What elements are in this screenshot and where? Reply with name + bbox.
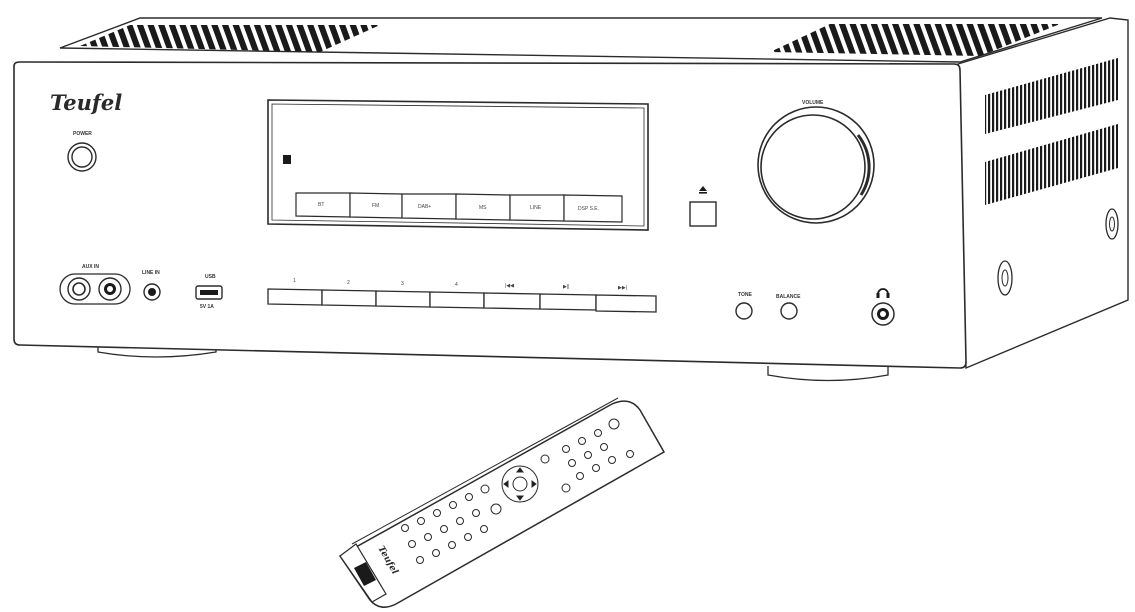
remote-button[interactable] [594, 429, 602, 437]
source-button-line[interactable]: LINE [509, 194, 565, 222]
remote-button-grid [401, 484, 502, 564]
source-button-dsp[interactable]: DSP S.E. [563, 194, 623, 223]
remote-button[interactable] [432, 549, 440, 557]
preset-button-row: 1 2 3 4 |◀◀ ▶|| ▶▶| [267, 278, 657, 313]
svg-text:MS: MS [479, 205, 487, 211]
skip-forward-button[interactable]: ▶▶| [595, 285, 657, 313]
remote-button[interactable] [464, 533, 472, 541]
remote-button[interactable] [592, 464, 600, 472]
power-button[interactable] [67, 142, 97, 172]
remote-button[interactable] [472, 509, 480, 517]
remote-button[interactable] [576, 472, 584, 480]
remote-button[interactable] [401, 524, 409, 532]
remote-button[interactable] [449, 501, 457, 509]
svg-text:▶▶|: ▶▶| [618, 285, 627, 291]
usb-sub-label: 5V 1A [200, 304, 214, 310]
remote-button[interactable] [608, 418, 620, 430]
receiver-side [957, 17, 1129, 370]
foot-right [767, 366, 889, 382]
remote-button[interactable] [448, 541, 456, 549]
remote-button[interactable] [584, 451, 592, 459]
usb-port[interactable] [195, 285, 223, 300]
volume-knob[interactable] [757, 106, 875, 224]
source-button-bt[interactable]: BT [295, 192, 351, 218]
line-in-label: LINE IN [142, 270, 160, 276]
remote-button[interactable] [416, 556, 424, 564]
balance-label: BALANCE [776, 294, 801, 300]
headphones-icon [876, 288, 890, 298]
eject-button[interactable] [689, 186, 717, 227]
svg-text:2: 2 [347, 280, 350, 286]
balance-knob[interactable] [780, 302, 798, 320]
svg-text:|◀◀: |◀◀ [505, 283, 514, 289]
top-vent-right [770, 24, 1060, 56]
remote-button[interactable] [540, 454, 550, 464]
svg-text:BT: BT [318, 202, 324, 208]
remote-button[interactable] [433, 509, 441, 517]
power-label: POWER [73, 131, 92, 137]
remote-button-grid-right [540, 418, 634, 493]
side-vent-upper [985, 58, 1118, 134]
remote-button[interactable] [424, 533, 432, 541]
source-button-row: BT FM DAB+ MS LINE DSP S.E. [295, 192, 623, 223]
side-screw-front [997, 260, 1013, 296]
tone-knob[interactable] [735, 302, 753, 320]
aux-in-label: AUX IN [82, 264, 99, 270]
tone-label: TONE [738, 292, 752, 298]
svg-text:4: 4 [455, 282, 458, 288]
side-screw-rear [1105, 208, 1119, 240]
svg-text:▶||: ▶|| [563, 284, 569, 290]
headphones-jack[interactable] [871, 302, 895, 326]
remote-button[interactable] [480, 484, 490, 494]
source-button-ms[interactable]: MS [455, 193, 511, 221]
remote-nav-pad[interactable] [501, 465, 539, 503]
remote-button[interactable] [626, 450, 634, 458]
usb-label: USB [205, 274, 216, 280]
remote-button[interactable] [456, 517, 464, 525]
brand-logo: Teufel [50, 90, 122, 115]
remote-button[interactable] [562, 445, 570, 453]
svg-text:1: 1 [293, 278, 296, 284]
eject-icon [699, 186, 707, 194]
svg-text:FM: FM [372, 203, 379, 209]
remote-button[interactable] [408, 540, 416, 548]
volume-label: VOLUME [802, 100, 824, 106]
svg-text:LINE: LINE [530, 205, 542, 211]
remote-button[interactable] [440, 525, 448, 533]
receiver-top [59, 17, 1103, 63]
remote-button[interactable] [578, 437, 586, 445]
remote-button[interactable] [417, 517, 425, 525]
square-indicator-icon [283, 155, 291, 164]
source-button-fm[interactable]: FM [349, 192, 403, 219]
top-vent-left [80, 25, 380, 52]
remote-button[interactable] [465, 493, 473, 501]
remote-button[interactable] [561, 483, 571, 493]
remote-control: Teufel [338, 397, 666, 608]
remote-button[interactable] [490, 503, 502, 515]
remote-button[interactable] [608, 456, 616, 464]
svg-text:3: 3 [401, 281, 404, 287]
svg-text:DAB+: DAB+ [418, 204, 431, 210]
side-vent-lower [985, 124, 1118, 205]
remote-button[interactable] [600, 443, 608, 451]
source-button-dab[interactable]: DAB+ [401, 193, 457, 220]
remote-button[interactable] [568, 459, 576, 467]
svg-text:DSP S.E.: DSP S.E. [578, 206, 599, 212]
remote-ir-window [354, 562, 376, 586]
aux-in-jacks[interactable] [59, 273, 131, 305]
line-in-jack[interactable] [143, 283, 161, 301]
remote-button[interactable] [480, 525, 488, 533]
